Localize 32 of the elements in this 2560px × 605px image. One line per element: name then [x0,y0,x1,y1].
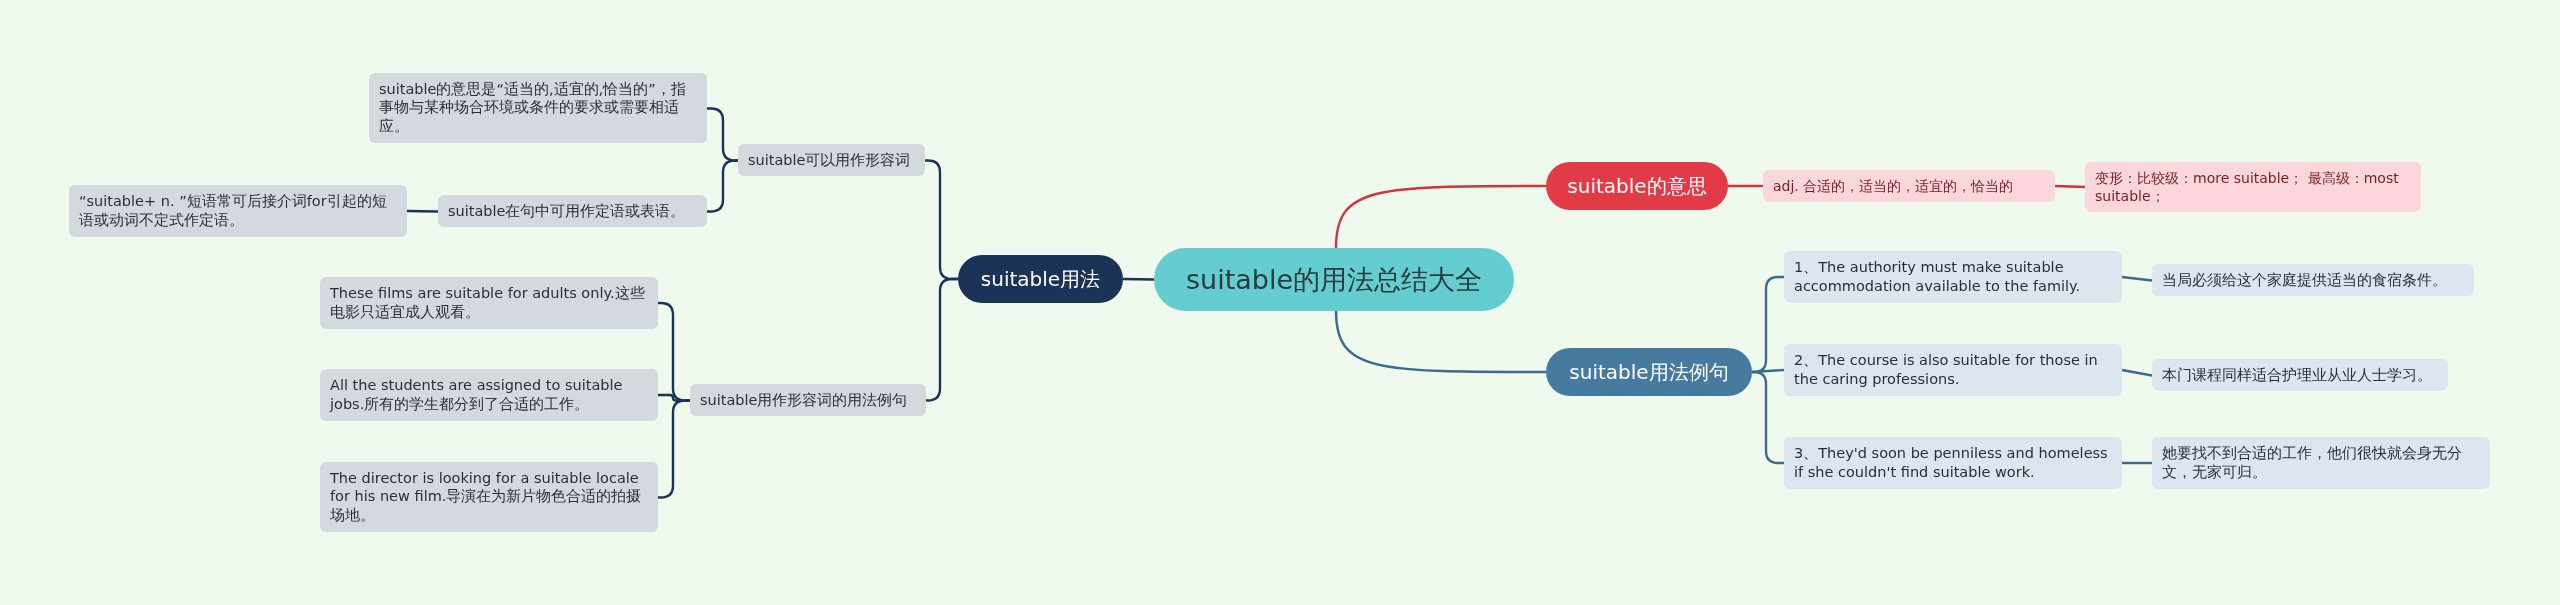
connector-line [2122,461,2152,465]
connector-line [2054,184,2086,189]
note-box: 当局必须给这个家庭提供适当的食宿条件。 [2152,263,2474,297]
note-box: 1、The authority must make suitable accommodation available to the family. [1784,251,2122,303]
note-box: All the students are assigned to suitable jobs.所有的学生都分到了合适的工作。 [320,369,658,421]
connector-line [926,277,958,402]
central-topic: suitable的用法总结大全 [1154,247,1514,311]
branch-topic: suitable用法例句 [1546,348,1752,396]
connector-line [658,399,690,499]
note-box: adj. 合适的，适当的，适宜的，恰当的 [1763,170,2055,203]
connector-line [406,209,439,213]
note-box: suitable用作形容词的用法例句 [690,383,926,417]
note-box: “suitable+ n. ”短语常可后接介词for引起的短语或动词不定式作定语。 [69,185,407,237]
branch-topic: suitable用法 [958,255,1123,303]
note-box: The director is looking for a suitable locale for his new film.导演在为新片物色合适的拍摄场地。 [320,461,658,533]
connector-line [1334,310,1546,374]
note-box: suitable可以用作形容词 [738,143,925,177]
connector-line [1728,184,1763,188]
connector-line [2121,275,2153,282]
connector-line [2121,368,2153,377]
note-box: 她要找不到合适的工作，他们很快就会身无分文，无家可归。 [2152,437,2490,489]
note-box: 本门课程同样适合护理业从业人士学习。 [2152,358,2448,392]
note-box: These films are suitable for adults only.这些电影只适宜成人观看。 [320,277,658,329]
connector-line [707,159,738,213]
connector-line [1122,277,1155,281]
note-box: suitable在句中可用作定语或表语。 [438,194,707,228]
branch-topic: suitable的意思 [1546,162,1728,210]
note-box: 3、They'd soon be penniless and homeless if she couldn't find suitable work. [1784,437,2122,489]
note-box: suitable的意思是“适当的,适宜的,恰当的”，指事物与某种场合环境或条件的要求或需要相适应。 [369,72,707,144]
connector-line [1334,184,1546,249]
note-box: 变形：比较级：more suitable； 最高级：most suitable； [2085,162,2421,213]
note-box: 2、The course is also suitable for those in the caring professions. [1784,344,2122,396]
